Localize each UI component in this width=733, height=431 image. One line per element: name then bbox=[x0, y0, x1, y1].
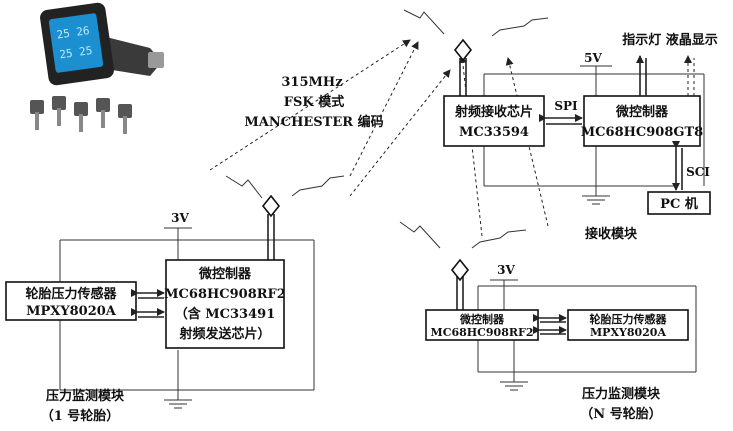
wave-mark-monitorN-right bbox=[471, 229, 527, 249]
monitor-module-n: 3V 微控制器 MC68HC908RF2 轮胎压力传感器 MPXY8020A 压… bbox=[425, 258, 697, 422]
pc-label: PC 机 bbox=[660, 196, 698, 212]
monitor1-mcu-model: MC68HC908RF2 bbox=[164, 287, 286, 302]
monitorN-module-label: 压力监测模块 bbox=[582, 386, 661, 402]
monitor-module-1: 3V 轮胎压力传感器 MPXY8020A 微控制器 MC68HC908RF2 （… bbox=[5, 194, 315, 424]
monitor1-mcu bbox=[165, 259, 285, 349]
rf-chip-model: MC33594 bbox=[459, 125, 529, 140]
outputs-label: 指示灯 液晶显示 bbox=[622, 32, 718, 48]
monitor1-sensor-model: MPXY8020A bbox=[26, 304, 117, 319]
receiver-supply-label: 5V bbox=[584, 51, 602, 65]
valve-sensor-icon bbox=[30, 96, 132, 134]
mode-label: FSK 模式 bbox=[284, 94, 344, 110]
dashed-arrow-3 bbox=[349, 69, 451, 197]
receiver-mcu bbox=[583, 95, 701, 147]
svg-text:25 25: 25 25 bbox=[59, 44, 94, 61]
monitorN-sensor-label: 轮胎压力传感器 bbox=[590, 312, 668, 326]
coding-label: MANCHESTER 编码 bbox=[244, 114, 383, 130]
receiver-module: 5V 射频接收芯片 MC33594 SPI 微控制器 MC68HC908GT8 … bbox=[443, 32, 718, 242]
monitor1-mcu-note2: 射频发送芯片） bbox=[178, 326, 270, 342]
receiver-module-label: 接收模块 bbox=[585, 226, 638, 242]
monitorN-antenna-icon bbox=[450, 258, 470, 282]
monitorN-sensor bbox=[567, 309, 689, 341]
monitorN-tire-label: （N 号轮胎） bbox=[580, 406, 661, 422]
receiver-mcu-label: 微控制器 bbox=[615, 104, 669, 120]
monitor1-tire-label: （1 号轮胎） bbox=[41, 408, 120, 424]
svg-text:25 26: 25 26 bbox=[56, 24, 91, 41]
car-charger-display-icon: 25 26 25 25 bbox=[40, 2, 164, 86]
pc-box bbox=[647, 191, 711, 215]
monitorN-mcu-label: 微控制器 bbox=[459, 312, 505, 326]
receiver-antenna-icon bbox=[453, 38, 473, 62]
monitor1-module-label: 压力监测模块 bbox=[46, 388, 125, 404]
monitorN-mcu bbox=[425, 309, 539, 341]
wave-mark-top-right bbox=[491, 17, 549, 37]
rf-chip-label: 射频接收芯片 bbox=[454, 104, 533, 120]
freq-label: 315MHz bbox=[281, 75, 342, 90]
monitor1-sensor bbox=[5, 281, 137, 321]
wave-mark-monitor1-right bbox=[291, 175, 345, 197]
monitorN-supply-label: 3V bbox=[497, 263, 515, 277]
spi-label: SPI bbox=[554, 99, 578, 113]
wave-mark-monitor1-left bbox=[225, 175, 263, 199]
receiver-mcu-model: MC68HC908GT8 bbox=[581, 125, 703, 140]
dashed-arrow-1 bbox=[209, 39, 411, 171]
rf-receiver-chip bbox=[443, 95, 545, 147]
monitorN-sensor-model: MPXY8020A bbox=[590, 326, 666, 339]
monitor1-antenna-icon bbox=[261, 194, 281, 218]
tpms-device-photo: 25 26 25 25 bbox=[30, 2, 164, 134]
sci-label: SCI bbox=[686, 165, 710, 179]
wave-mark-monitorN-left bbox=[399, 221, 441, 249]
radio-waves bbox=[225, 9, 549, 249]
monitor1-sensor-label: 轮胎压力传感器 bbox=[25, 286, 117, 302]
monitor1-mcu-label: 微控制器 bbox=[198, 266, 252, 282]
wave-mark-top-left bbox=[403, 9, 445, 35]
monitor1-mcu-note1: （含 MC33491 bbox=[175, 306, 276, 322]
dashed-arrow-2 bbox=[349, 41, 419, 177]
monitor1-supply-label: 3V bbox=[171, 211, 189, 225]
monitorN-mcu-model: MC68HC908RF2 bbox=[431, 326, 534, 339]
